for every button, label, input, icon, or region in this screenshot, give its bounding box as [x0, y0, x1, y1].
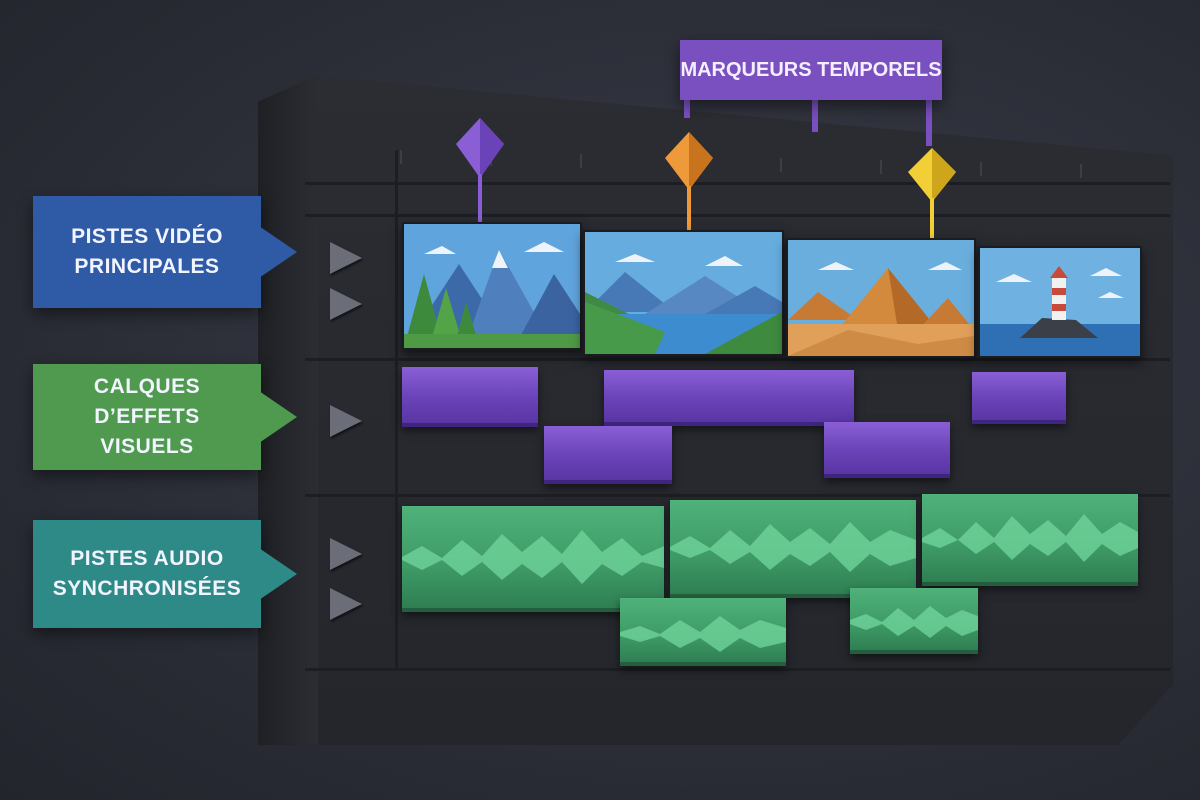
video-clip-lighthouse[interactable]: [978, 246, 1142, 358]
video-track-1-expand-arrow-icon[interactable]: [330, 242, 362, 274]
ruler-tick: [780, 158, 782, 172]
callout-audio-text: PISTES AUDIO SYNCHRONISÉES: [52, 547, 242, 600]
callout-audio-tracks: PISTES AUDIO SYNCHRONISÉES: [33, 520, 261, 628]
audio-clip[interactable]: [620, 598, 786, 666]
callout-effects-text: CALQUES D’EFFETS VISUELS: [93, 375, 201, 458]
ruler-tick: [1080, 164, 1082, 178]
ruler-tick: [580, 154, 582, 168]
callout-video-text: PISTES VIDÉO PRINCIPALES: [71, 225, 223, 278]
mountain-landscape-thumbnail: [404, 224, 580, 348]
effect-clip[interactable]: [604, 370, 854, 426]
audio-track-2-expand-arrow-icon[interactable]: [330, 588, 362, 620]
marker-label-stem: [812, 96, 818, 132]
waveform-icon: [922, 514, 1138, 562]
audio-track-1-expand-arrow-icon[interactable]: [330, 538, 362, 570]
marker-orange-pin[interactable]: [661, 130, 717, 234]
video-clip-desert[interactable]: [786, 238, 976, 358]
waveform-icon: [402, 530, 664, 584]
audio-clip[interactable]: [670, 500, 916, 598]
callout-video-tracks: PISTES VIDÉO PRINCIPALES: [33, 196, 261, 308]
callout-effect-layers: CALQUES D’EFFETS VISUELS: [33, 364, 261, 470]
ruler-tick: [980, 162, 982, 176]
audio-clip[interactable]: [922, 494, 1138, 586]
marker-label-text: MARQUEURS TEMPORELS: [680, 58, 942, 81]
marker-purple-pin[interactable]: [452, 116, 508, 224]
waveform-icon: [670, 522, 916, 572]
effect-clip[interactable]: [972, 372, 1066, 424]
waveform-icon: [850, 606, 978, 638]
effect-clip[interactable]: [402, 367, 538, 427]
marker-yellow-pin[interactable]: [904, 146, 960, 246]
effect-clip[interactable]: [544, 426, 672, 484]
ruler-tick: [880, 160, 882, 174]
track-separator: [305, 214, 1170, 217]
marker-label-stem: [926, 96, 932, 146]
waveform-icon: [620, 616, 786, 652]
audio-clip[interactable]: [402, 506, 664, 612]
track-separator: [305, 668, 1170, 671]
track-separator: [305, 494, 1170, 497]
marker-label: MARQUEURS TEMPORELS: [680, 40, 942, 100]
track-separator: [305, 358, 1170, 361]
desert-landscape-thumbnail: [788, 240, 974, 356]
effects-track-expand-arrow-icon[interactable]: [330, 405, 362, 437]
video-clip-lake[interactable]: [583, 230, 784, 356]
lighthouse-seascape-thumbnail: [980, 248, 1140, 356]
track-header-divider: [395, 150, 398, 670]
track-separator: [305, 182, 1170, 185]
lake-landscape-thumbnail: [585, 232, 782, 354]
video-clip-mountains[interactable]: [402, 222, 582, 350]
marker-label-stem: [684, 96, 690, 118]
audio-clip[interactable]: [850, 588, 978, 654]
video-track-2-expand-arrow-icon[interactable]: [330, 288, 362, 320]
ruler-tick: [400, 150, 402, 164]
effect-clip[interactable]: [824, 422, 950, 478]
